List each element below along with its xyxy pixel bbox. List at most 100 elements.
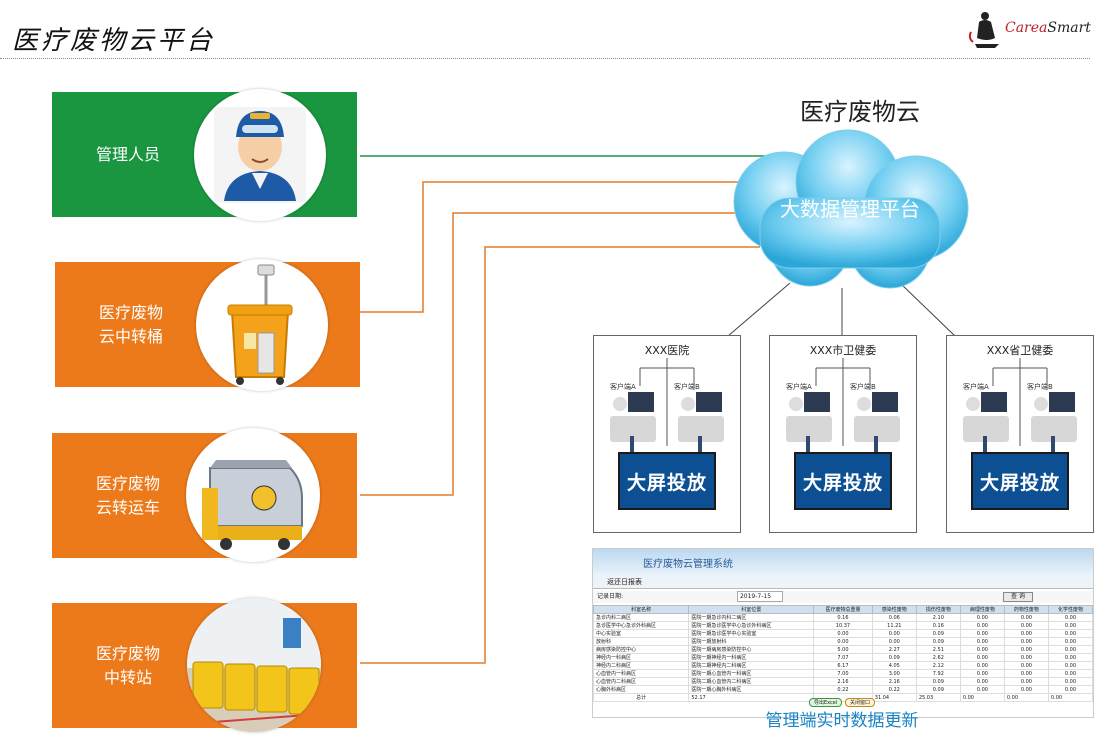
report-window-title: 医疗废物云管理系统 bbox=[643, 559, 733, 570]
node-city-health: XXX市卫健委 客户端A 客户端B 大屏投放 bbox=[769, 335, 917, 533]
table-cell: 0.09 bbox=[915, 637, 961, 646]
header-divider bbox=[0, 58, 1090, 59]
total-cell: 31.04 bbox=[871, 693, 917, 702]
client-a-label: 客户端A bbox=[786, 383, 812, 391]
table-cell: 0.09 bbox=[915, 685, 961, 694]
report-window-header: 医疗废物云管理系统 bbox=[593, 549, 1093, 575]
total-cell: 0.00 bbox=[959, 693, 1005, 702]
table-cell: 0.00 bbox=[1003, 669, 1049, 678]
table-cell: 0.00 bbox=[813, 629, 873, 638]
table-cell: 6.17 bbox=[813, 661, 873, 670]
total-cell: 52.17 bbox=[688, 693, 815, 702]
table-cell: 0.22 bbox=[813, 685, 873, 694]
logo-text: CareaSmart bbox=[1005, 20, 1091, 36]
table-cell: 0.00 bbox=[1047, 621, 1093, 630]
table-cell: 0.00 bbox=[959, 661, 1005, 670]
table-cell: 医院一期放射科 bbox=[688, 637, 815, 646]
careasmart-logo: CareaSmart bbox=[965, 8, 1091, 52]
table-cell: 2.16 bbox=[871, 677, 917, 686]
table-cell: 医院一期神经内一科病区 bbox=[688, 653, 815, 662]
table-cell: 0.00 bbox=[813, 637, 873, 646]
client-a-label: 客户端A bbox=[610, 383, 636, 391]
table-cell: 7.07 bbox=[813, 653, 873, 662]
cloud-title: 医疗废物云 bbox=[800, 98, 920, 126]
table-cell: 7.92 bbox=[915, 669, 961, 678]
table-header-cell: 感染性废物 bbox=[871, 605, 917, 614]
query-button[interactable]: 查 询 bbox=[1003, 592, 1033, 602]
cloud-shape: 大数据管理平台 bbox=[733, 129, 969, 289]
table-cell: 0.00 bbox=[1047, 653, 1093, 662]
table-cell: 医院二期心血管内二科病区 bbox=[688, 677, 815, 686]
table-cell: 急诊内科二病区 bbox=[593, 613, 690, 622]
report-tab[interactable]: 返还日报表 bbox=[593, 575, 1093, 589]
table-cell: 0.00 bbox=[871, 629, 917, 638]
report-filter-row: 记录日期: 2019-7-15 查 询 bbox=[593, 591, 1093, 603]
table-header-cell: 损伤性废物 bbox=[915, 605, 961, 614]
table-cell: 0.00 bbox=[959, 677, 1005, 686]
table-cell: 0.00 bbox=[959, 685, 1005, 694]
total-cell: 25.03 bbox=[915, 693, 961, 702]
table-cell: 病房感染防控中心 bbox=[593, 645, 690, 654]
table-cell: 0.00 bbox=[1003, 685, 1049, 694]
client-b-label: 客户端B bbox=[850, 383, 876, 391]
line-bin-to-cloud bbox=[360, 181, 760, 313]
table-cell: 0.09 bbox=[915, 629, 961, 638]
line-cloud-to-hospital bbox=[727, 282, 791, 337]
report-caption: 管理端实时数据更新 bbox=[765, 711, 919, 731]
table-cell: 0.00 bbox=[1047, 637, 1093, 646]
export-button[interactable]: 导出Excel bbox=[809, 698, 843, 707]
table-cell: 2.16 bbox=[813, 677, 873, 686]
table-cell: 2.62 bbox=[915, 653, 961, 662]
logo-figure-icon bbox=[968, 12, 999, 48]
table-header-cell: 医疗废物总重量 bbox=[813, 605, 873, 614]
client-b-label: 客户端B bbox=[674, 383, 700, 391]
manager-avatar bbox=[194, 89, 326, 221]
table-cell: 神经内二科病区 bbox=[593, 661, 690, 670]
table-cell: 0.00 bbox=[959, 645, 1005, 654]
table-cell: 医院一期心血管内一科病区 bbox=[688, 669, 815, 678]
bin-image bbox=[196, 259, 328, 391]
node-title: XXX医院 bbox=[644, 344, 690, 357]
transfer-station-icon bbox=[187, 598, 321, 732]
close-button[interactable]: 关闭窗口 bbox=[845, 698, 876, 707]
table-cell: 0.00 bbox=[959, 637, 1005, 646]
table-cell: 0.00 bbox=[1003, 629, 1049, 638]
table-cell: 11.21 bbox=[871, 621, 917, 630]
node-province-health: XXX省卫健委 客户端A 客户端B 大屏投放 bbox=[946, 335, 1094, 533]
table-cell: 医院一期急诊内科二病区 bbox=[688, 613, 815, 622]
filter-label: 记录日期: bbox=[597, 593, 624, 600]
transport-cart-icon bbox=[202, 460, 303, 550]
table-cell: 2.51 bbox=[915, 645, 961, 654]
date-input[interactable]: 2019-7-15 bbox=[736, 591, 783, 602]
table-cell: 2.10 bbox=[915, 613, 961, 622]
table-cell: 2.12 bbox=[915, 661, 961, 670]
table-cell: 0.00 bbox=[1003, 661, 1049, 670]
table-cell: 0.00 bbox=[1047, 661, 1093, 670]
total-label: 总计 bbox=[593, 693, 690, 702]
cloud-label: 大数据管理平台 bbox=[780, 197, 920, 221]
waste-bin-icon bbox=[227, 264, 293, 385]
table-cell: 心血管内二科病区 bbox=[593, 677, 690, 686]
table-cell: 0.00 bbox=[1047, 677, 1093, 686]
table-cell: 0.00 bbox=[959, 613, 1005, 622]
table-cell: 心血管内一科病区 bbox=[593, 669, 690, 678]
table-header-cell: 科室名称 bbox=[593, 605, 690, 614]
table-cell: 医院一期病房感染防控中心 bbox=[688, 645, 815, 654]
table-cell: 医院一期心胸外科病区 bbox=[688, 685, 815, 694]
table-cell: 0.00 bbox=[1047, 613, 1093, 622]
report-screenshot: 医疗废物云管理系统 返还日报表 记录日期: 2019-7-15 查 询 科室名称… bbox=[592, 548, 1094, 718]
table-cell: 3.00 bbox=[871, 669, 917, 678]
line-station-to-cloud bbox=[360, 246, 760, 664]
table-cell: 0.00 bbox=[959, 669, 1005, 678]
table-cell: 0.00 bbox=[1003, 677, 1049, 686]
table-header-cell: 科室位置 bbox=[688, 605, 815, 614]
